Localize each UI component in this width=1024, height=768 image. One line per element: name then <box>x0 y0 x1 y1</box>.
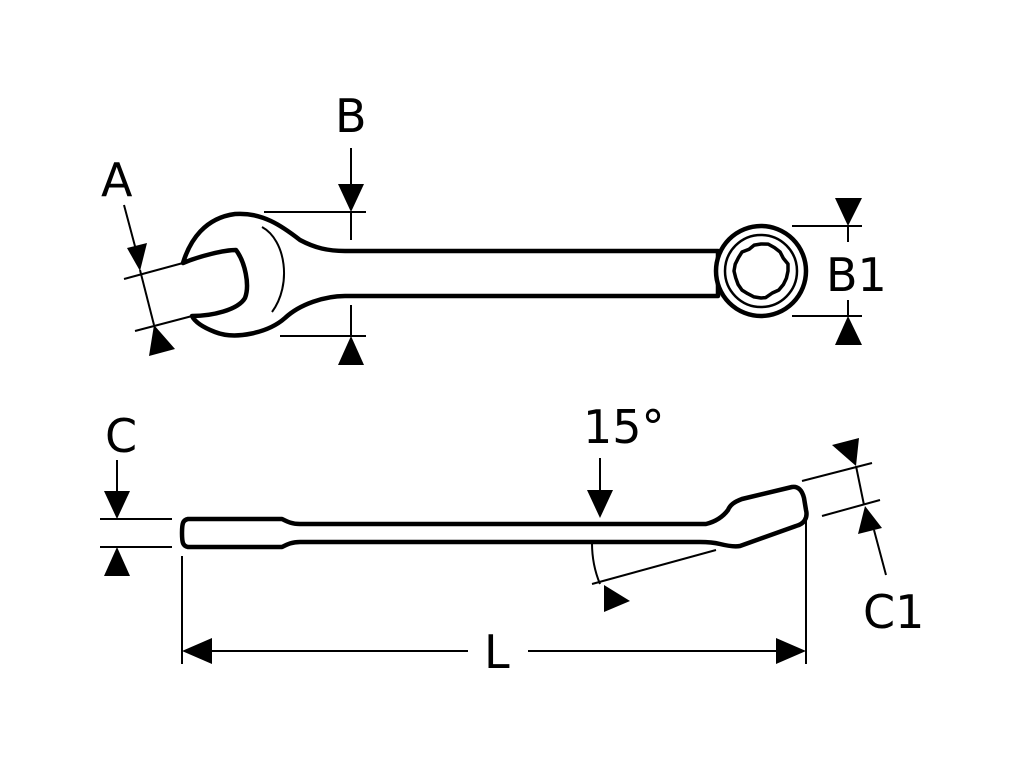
arrow-angle-down <box>587 490 613 518</box>
arrow-b-up <box>338 336 364 365</box>
dimension-a: A <box>101 153 197 356</box>
arrow-a-down <box>127 243 147 271</box>
arrow-c-down <box>104 491 130 519</box>
dimension-c1: C1 <box>801 438 924 639</box>
open-end-inner-line <box>261 226 285 313</box>
dimension-angle: 15° <box>583 400 717 612</box>
box-end-12-point-socket <box>732 242 790 300</box>
dimension-b1: B1 <box>792 198 887 345</box>
label-l: L <box>484 625 510 679</box>
arrow-l-right <box>776 638 806 664</box>
arrow-c1-down <box>832 438 859 466</box>
arrow-angle-up <box>604 585 630 612</box>
label-a: A <box>101 153 133 207</box>
label-c: C <box>105 409 137 463</box>
box-end-inner-ring <box>723 233 799 309</box>
arrow-l-left <box>182 638 212 664</box>
wrench-top-outline <box>180 211 721 338</box>
arrow-a-up <box>149 325 175 356</box>
arrow-b1-down <box>835 198 862 226</box>
wrench-side-view <box>179 484 809 550</box>
wrench-side-outline <box>179 484 809 550</box>
label-angle: 15° <box>583 400 665 454</box>
arrow-c1-up <box>858 506 882 534</box>
arrow-c-up <box>104 547 130 576</box>
label-b1: B1 <box>826 248 887 302</box>
label-b: B <box>335 89 367 143</box>
dimension-l: L <box>181 520 807 679</box>
wrench-top-view <box>180 211 809 338</box>
dimension-b: B <box>264 89 367 365</box>
arrow-b1-up <box>835 316 862 345</box>
dimension-c: C <box>100 409 172 576</box>
label-c1: C1 <box>863 585 924 639</box>
arrow-b-down <box>338 184 364 212</box>
